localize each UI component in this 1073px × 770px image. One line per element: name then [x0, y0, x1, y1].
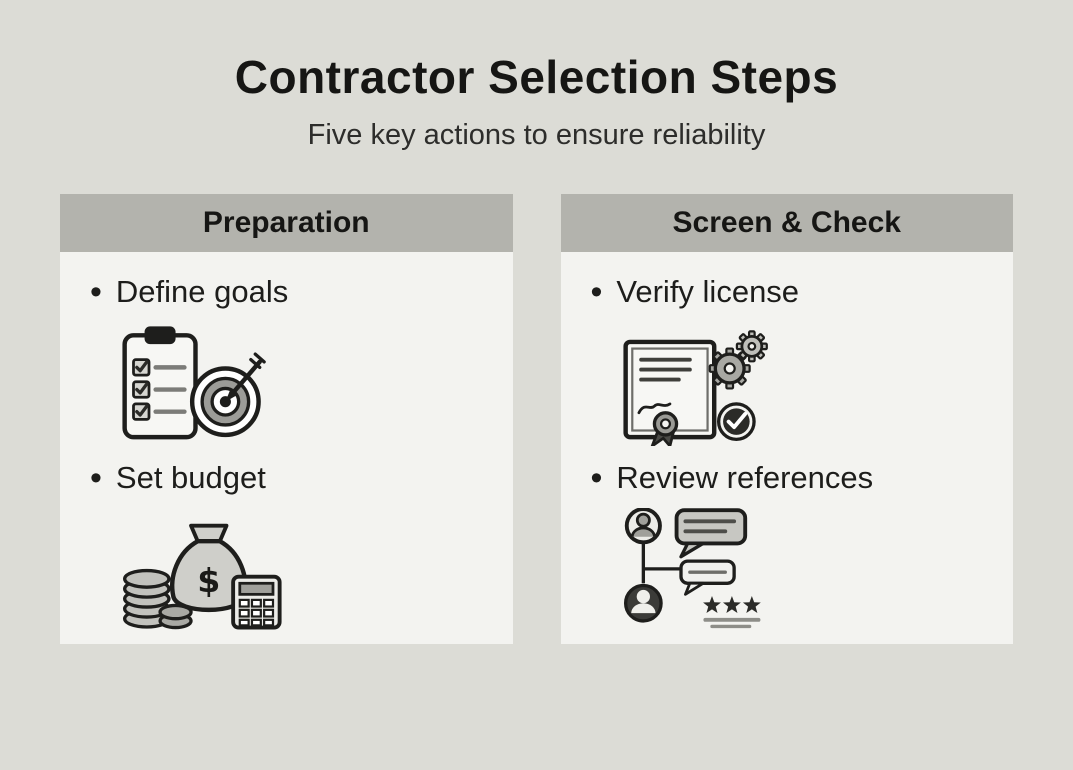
item-label: Verify license	[616, 274, 800, 309]
panel-header-screen-check: Screen & Check	[560, 194, 1013, 252]
item-label: Define goals	[115, 274, 289, 309]
item-label: Review references	[616, 460, 874, 495]
clipboard-checklist-target-icon	[118, 322, 497, 446]
item-label-row: • Define goals	[90, 274, 497, 310]
bullet-icon: •	[90, 459, 102, 497]
panel-body-preparation: • Define goals	[60, 252, 513, 644]
panel-header-preparation: Preparation	[60, 194, 513, 252]
infographic: Contractor Selection Steps Five key acti…	[0, 50, 1073, 644]
people-chat-stars-icon	[619, 508, 998, 632]
page-subtitle: Five key actions to ensure reliability	[307, 119, 766, 151]
list-item-verify-license: • Verify license	[591, 274, 998, 446]
item-label: Set budget	[115, 460, 266, 495]
list-item-define-goals: • Define goals	[90, 274, 497, 446]
bullet-icon: •	[590, 273, 603, 311]
panels: Preparation • Define goals	[60, 194, 1013, 644]
money-bag-coins-calculator-icon: $	[118, 508, 497, 632]
item-label-row: • Verify license	[591, 274, 998, 310]
bullet-icon: •	[90, 273, 102, 311]
page-title: Contractor Selection Steps	[234, 51, 839, 103]
panel-preparation: Preparation • Define goals	[60, 194, 513, 644]
list-item-set-budget: • Set budget	[90, 460, 497, 632]
bullet-icon: •	[590, 459, 603, 497]
item-label-row: • Set budget	[90, 460, 497, 496]
dollar-glyph: $	[197, 561, 220, 600]
list-item-review-references: • Review references	[591, 460, 998, 632]
item-label-row: • Review references	[591, 460, 998, 496]
license-certificate-gears-check-icon	[619, 322, 998, 446]
panel-screen-check: Screen & Check • Verify license	[560, 194, 1013, 644]
panel-body-screen-check: • Verify license	[560, 252, 1013, 644]
